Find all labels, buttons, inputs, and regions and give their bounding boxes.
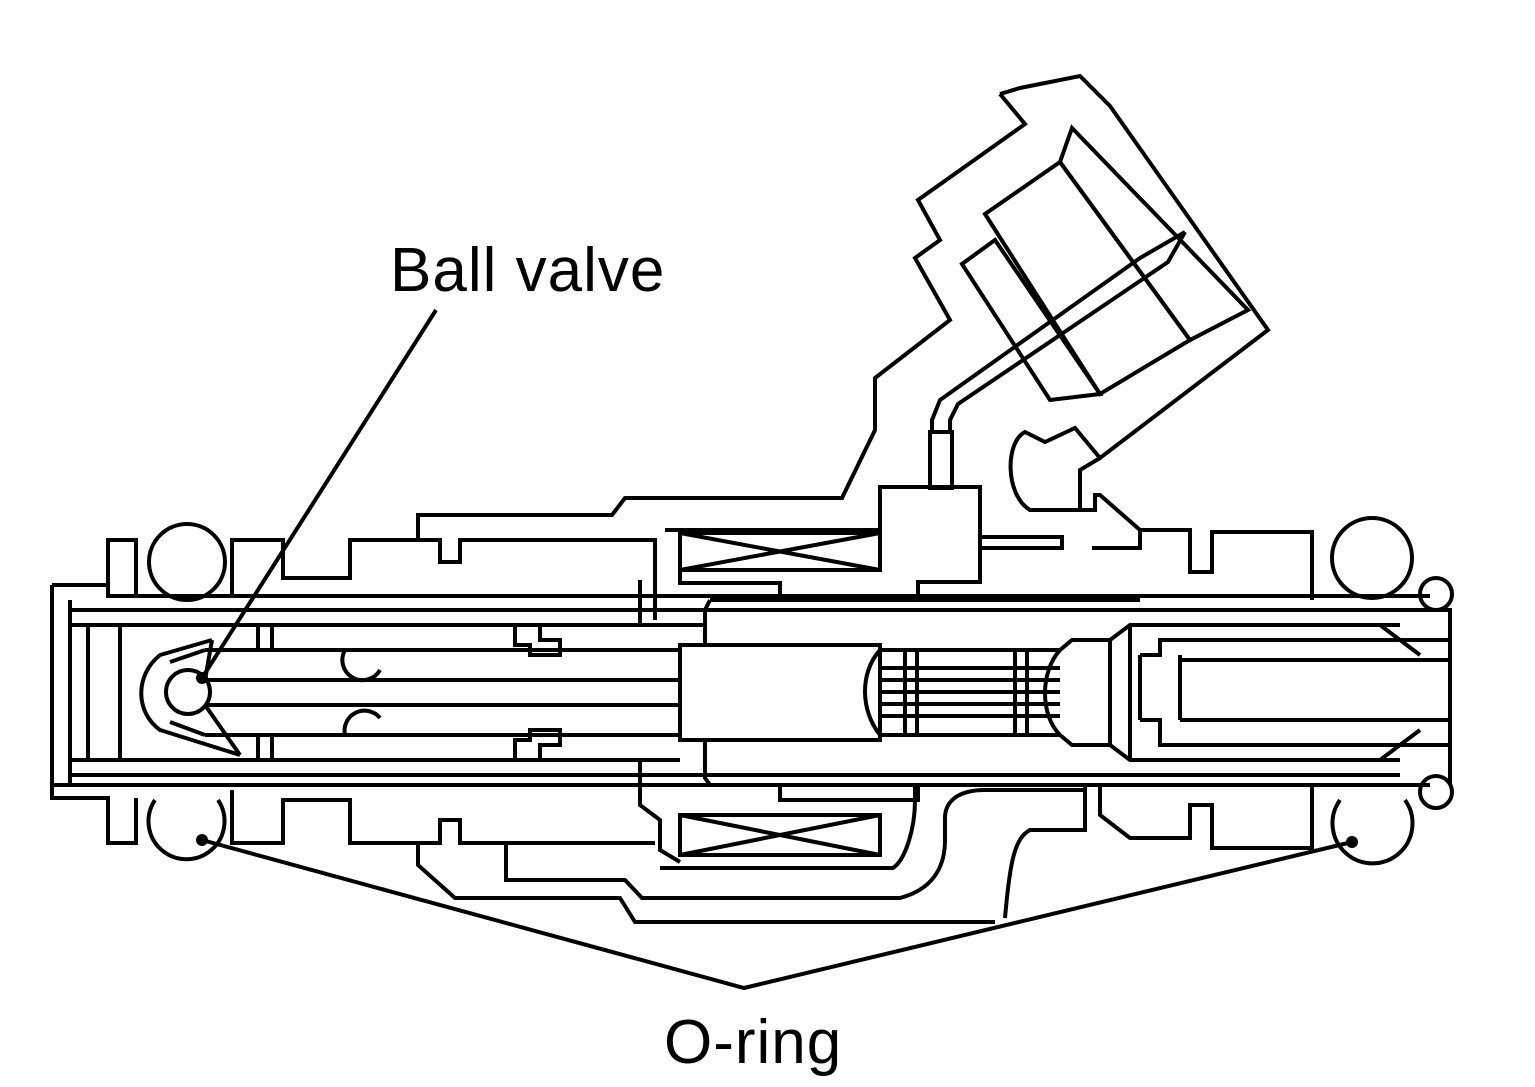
upper-body <box>106 493 1314 625</box>
upper-coil <box>678 531 882 572</box>
ball-valve-label: Ball valve <box>390 236 666 305</box>
ball-valve-leader <box>200 308 438 680</box>
lower-body <box>230 760 1314 924</box>
o-ring-leader-dot-right <box>1346 836 1358 848</box>
o-ring-leader-dot-left <box>196 834 208 846</box>
main-body <box>50 583 1430 845</box>
ball-valve-leader-dot <box>196 672 208 684</box>
terminal-block <box>678 430 1064 600</box>
ball-valve <box>139 638 242 757</box>
needle-assembly <box>205 598 1452 787</box>
o-ring-leader <box>201 838 1353 991</box>
o-ring-label: O-ring <box>664 1008 843 1077</box>
connector <box>416 73 1271 540</box>
o-rings <box>146 516 1454 866</box>
lower-coil <box>678 813 882 857</box>
leader-lines <box>196 308 1358 991</box>
